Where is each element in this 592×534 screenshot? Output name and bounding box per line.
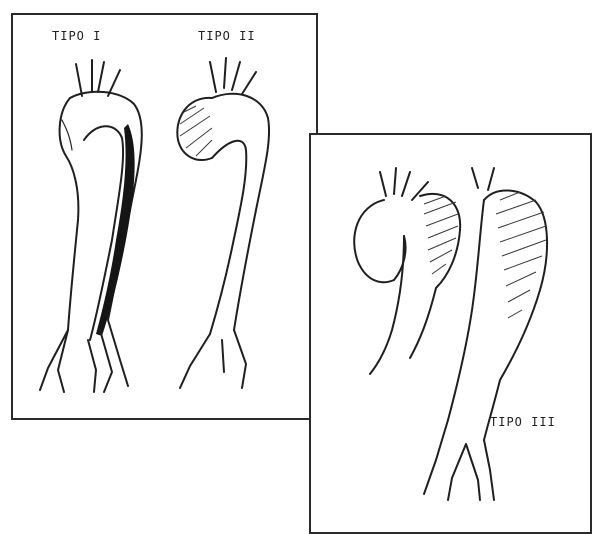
label-tipo-1: TIPO I <box>52 29 101 43</box>
label-tipo-3: TIPO III <box>490 415 556 429</box>
aorta-type-2 <box>177 58 269 388</box>
aorta-wall-left-2 <box>210 141 246 334</box>
hatch-right-3 <box>496 192 546 318</box>
false-lumen-1 <box>96 124 135 336</box>
arch-detail-1 <box>62 120 72 150</box>
true-lumen-right-3 <box>484 380 500 440</box>
aortic-branches-1 <box>76 60 120 96</box>
false-lumen-right-3 <box>484 190 547 380</box>
hatch-bulge-2 <box>180 106 212 156</box>
aorta-type-3 <box>354 168 547 500</box>
wall-mid-3 <box>410 288 436 358</box>
iliac-arteries-1 <box>58 330 112 392</box>
arch-outer-3 <box>354 200 394 282</box>
aorta-type-1 <box>40 60 142 392</box>
wall-left-3 <box>370 236 404 374</box>
label-tipo-2: TIPO II <box>198 29 256 43</box>
aortic-branches-2 <box>210 58 256 94</box>
iliac-arteries-2 <box>180 330 246 388</box>
iliac-arteries-3 <box>424 420 494 500</box>
aorta-wall-outer-1 <box>40 98 78 390</box>
true-lumen-left-3 <box>448 200 484 420</box>
branches-right-3 <box>472 168 494 190</box>
